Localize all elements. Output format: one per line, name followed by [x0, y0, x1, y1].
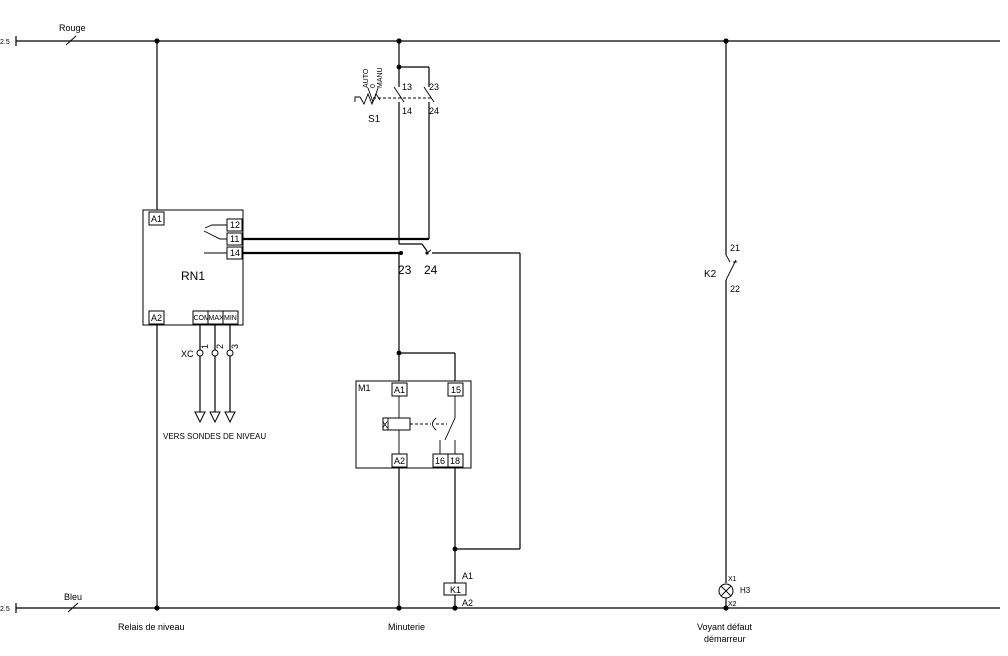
- junction-dot: [452, 605, 458, 611]
- contact-label-23: 23: [398, 263, 412, 277]
- s1-contact-23-24: [423, 86, 435, 103]
- rn1-terminal-a1: A1: [151, 214, 162, 224]
- probe-number-2: 2: [215, 344, 225, 349]
- m1-terminal-18: 18: [450, 456, 460, 466]
- junction-dot: [723, 605, 729, 611]
- h3-terminal-x1: X1: [728, 576, 737, 583]
- top-rail-label: Rouge: [59, 23, 86, 33]
- level-relay-branch: [154, 38, 160, 611]
- s1-actuator: [354, 96, 360, 102]
- s1-terminal-13: 13: [402, 82, 412, 92]
- rn1-terminal-12: 12: [230, 220, 240, 230]
- k2-terminal-22: 22: [730, 284, 740, 294]
- junction-dot: [396, 350, 402, 356]
- rn1-internal-contact: [204, 224, 227, 229]
- contact-label-24: 24: [424, 263, 438, 277]
- bottom-rail-ref: 2.5: [0, 606, 10, 613]
- probe-number-1: 1: [200, 344, 210, 349]
- captions: Relais de niveau Minuterie Voyant défaut…: [118, 622, 753, 644]
- top-rail: 2.5 Rouge: [0, 23, 1000, 46]
- rn1-terminal-com: COM: [194, 315, 211, 322]
- junction-dot: [154, 38, 160, 44]
- s1-position-manu: MANU: [377, 67, 384, 88]
- selector-switch-s1: AUTO 0 MANU 13 14 23 24 S1: [354, 38, 439, 125]
- m1-terminal-15: 15: [451, 385, 461, 395]
- caption-relais: Relais de niveau: [118, 622, 185, 632]
- bottom-rail: 2.5 Bleu: [0, 592, 1000, 613]
- rn1-terminal-a2: A2: [151, 313, 162, 323]
- junction-dot: [154, 605, 160, 611]
- k1-tag: K1: [450, 585, 461, 595]
- rn1-tag: RN1: [181, 269, 205, 283]
- caption-voyant-line1: Voyant défaut: [697, 622, 753, 632]
- timer-coil-mark: X: [382, 420, 388, 430]
- junction-dot: [452, 546, 458, 552]
- s1-terminal-24: 24: [429, 106, 439, 116]
- k1-terminal-a2: A2: [462, 598, 473, 608]
- junction-dot: [396, 605, 402, 611]
- probe-connector-tag: XC: [181, 349, 194, 359]
- rn1-terminal-11: 11: [230, 234, 239, 244]
- probe-arrow: [224, 411, 236, 424]
- s1-tag: S1: [368, 114, 381, 125]
- level-relay-rn1: A1 A2 12 11 14 RN1 COM MAX MIN: [142, 209, 244, 326]
- junction-dot: [723, 38, 729, 44]
- m1-terminal-a1: A1: [394, 385, 405, 395]
- m1-terminal-a2: A2: [394, 456, 405, 466]
- h3-tag: H3: [740, 586, 751, 595]
- probe-arrow: [209, 411, 221, 424]
- probe-caption: VERS SONDES DE NIVEAU: [163, 432, 266, 441]
- junction-dot: [396, 64, 402, 70]
- timer-contact: [444, 417, 456, 441]
- s1-position-0: 0: [370, 84, 377, 88]
- level-probes: XC 1 2 3 VERS SONDES DE NIVEAU: [163, 325, 266, 441]
- coil-branch: K1 A1 A2: [396, 468, 473, 611]
- junction-dot: [399, 251, 403, 255]
- k2-contact: [725, 254, 731, 263]
- rn1-terminal-min: MIN: [224, 315, 237, 322]
- k2-tag: K2: [704, 269, 717, 280]
- control-wiring: 23 24: [242, 102, 521, 550]
- k1-terminal-a1: A1: [462, 571, 473, 581]
- rn1-terminal-14: 14: [230, 248, 240, 258]
- caption-minuterie: Minuterie: [388, 622, 425, 632]
- caption-voyant-line2: démarreur: [704, 634, 746, 644]
- h3-terminal-x2: X2: [728, 601, 737, 608]
- bottom-rail-label: Bleu: [64, 592, 82, 602]
- junction-dot: [396, 38, 402, 44]
- fault-lamp-branch: 21 22 K2 X1 X2 H3: [704, 38, 751, 611]
- top-rail-ref: 2.5: [0, 39, 10, 46]
- s1-terminal-23: 23: [429, 82, 439, 92]
- rn1-terminal-max: MAX: [209, 315, 225, 322]
- s1-terminal-14: 14: [402, 106, 412, 116]
- probe-arrow: [194, 411, 206, 424]
- probe-number-3: 3: [230, 344, 240, 349]
- s1-position-auto: AUTO: [363, 68, 370, 88]
- m1-terminal-16: 16: [435, 456, 445, 466]
- s1-contact-13-14: [393, 86, 405, 103]
- k2-terminal-21: 21: [730, 243, 740, 253]
- timer-m1: M1 A1 15 A2 16 18 X: [355, 380, 472, 469]
- m1-tag: M1: [358, 383, 371, 393]
